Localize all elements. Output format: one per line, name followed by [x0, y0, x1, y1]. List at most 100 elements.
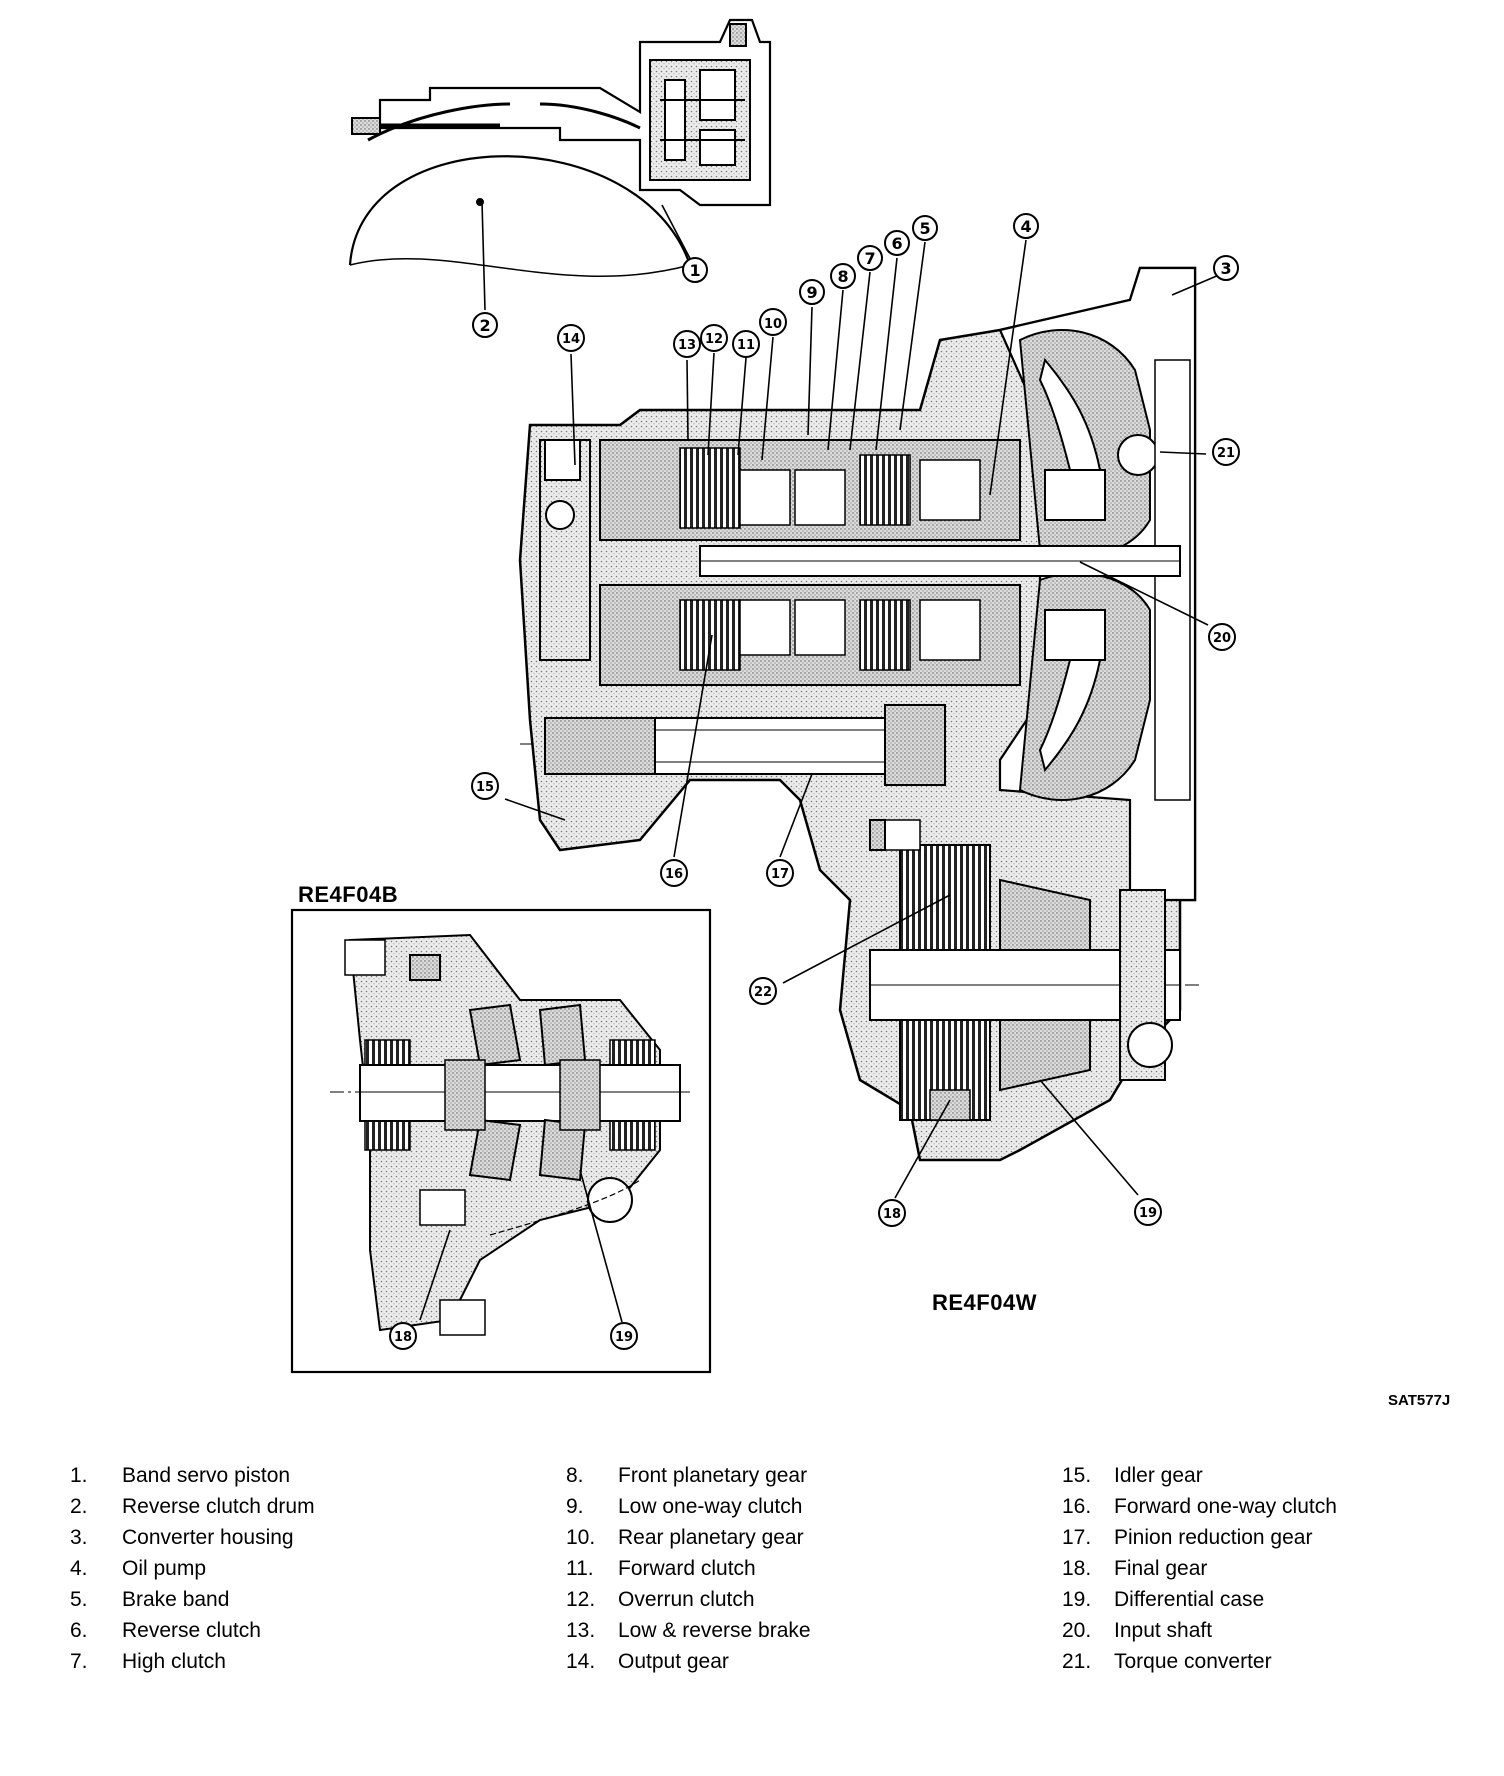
leader-lines [419, 201, 1227, 1323]
legend-item: 15.Idler gear [1062, 1460, 1502, 1491]
legend-text: Brake band [122, 1588, 230, 1611]
callout-2: 2 [472, 312, 498, 338]
callout-20-label: 20 [1213, 631, 1231, 646]
legend-item: 19. Differential case [1062, 1584, 1502, 1615]
legend-text: Low one-way clutch [618, 1495, 803, 1518]
callout-19: 19 [1134, 1198, 1162, 1226]
callout-22: 22 [749, 977, 777, 1005]
legend-num: 4. [70, 1557, 88, 1580]
legend-num: 15. [1062, 1464, 1092, 1487]
callout-13-label: 13 [678, 338, 696, 353]
legend-text: Final gear [1114, 1557, 1208, 1580]
callout-21-label: 21 [1217, 446, 1235, 461]
legend-text: Output gear [618, 1650, 729, 1673]
re4f04b-inset [290, 908, 712, 1374]
band-servo-detail [348, 18, 772, 277]
legend-num: 18. [1062, 1557, 1092, 1580]
callout-9-label: 9 [806, 283, 817, 302]
callout-10: 10 [759, 308, 787, 336]
callout-1-label: 1 [689, 261, 700, 280]
legend-num: 19. [1062, 1588, 1092, 1611]
legend-item: 3. Converter housing [70, 1522, 510, 1553]
legend-num: 1. [70, 1464, 88, 1487]
legend-text: Differential case [1114, 1588, 1265, 1611]
callout-3: 3 [1213, 255, 1239, 281]
legend-text: Low & reverse brake [618, 1619, 811, 1642]
legend-text: Rear planetary gear [618, 1526, 804, 1549]
legend-text: Oil pump [122, 1557, 207, 1580]
legend-item: 21. Torque converter [1062, 1646, 1502, 1677]
legend-item: 8.Front planetary gear [566, 1460, 1006, 1491]
callout-11-label: 11 [737, 338, 755, 353]
callout-16: 16 [660, 859, 688, 887]
legend-num: 21. [1062, 1650, 1092, 1673]
callout-5-label: 5 [919, 219, 930, 238]
callout-15-label: 15 [476, 780, 494, 795]
legend-item: 2.Reverse clutch drum [70, 1491, 510, 1522]
callout-4: 4 [1013, 213, 1039, 239]
main-variant-label: RE4F04W [932, 1290, 1037, 1315]
legend-item: 13.Low & reverse brake [566, 1615, 1006, 1646]
callout-20: 20 [1208, 623, 1236, 651]
callout-2-label: 2 [479, 316, 490, 335]
legend-item: 7. High clutch [70, 1646, 510, 1677]
legend-item: 6.Reverse clutch [70, 1615, 510, 1646]
legend-num: 14. [566, 1650, 596, 1673]
callout-18-label: 18 [883, 1207, 901, 1222]
callout-19-label: 19 [1139, 1206, 1157, 1221]
legend-item: 17. Pinion reduction gear [1062, 1522, 1502, 1553]
callout-14: 14 [557, 324, 585, 352]
callout-13: 13 [673, 330, 701, 358]
legend-column-2: 8.Front planetary gear 9.Low one-way clu… [566, 1460, 1006, 1677]
legend-text: Band servo piston [122, 1464, 291, 1487]
callout-18-inset: 18 [389, 1322, 417, 1350]
legend-text: High clutch [122, 1650, 226, 1673]
callout-6-label: 6 [891, 234, 902, 253]
legend-item: 4. Oil pump [70, 1553, 510, 1584]
callout-15: 15 [471, 772, 499, 800]
legend-num: 12. [566, 1588, 596, 1611]
legend-item: 5.Brake band [70, 1584, 510, 1615]
legend-text: Torque converter [1114, 1650, 1272, 1673]
legend-text: Overrun clutch [618, 1588, 755, 1611]
callout-17-label: 17 [771, 867, 789, 882]
callout-3-label: 3 [1220, 259, 1231, 278]
legend-item: 10.Rear planetary gear [566, 1522, 1006, 1553]
callout-12-label: 12 [705, 332, 723, 347]
callout-8-label: 8 [837, 267, 848, 286]
parts-legend: 1. Band servo piston 2.Reverse clutch dru… [70, 1460, 1470, 1680]
legend-num: 3. [70, 1526, 88, 1549]
legend-num: 7. [70, 1650, 88, 1673]
legend-num: 20. [1062, 1619, 1092, 1642]
legend-item: 18. Final gear [1062, 1553, 1502, 1584]
callout-11: 11 [732, 330, 760, 358]
callout-12: 12 [700, 324, 728, 352]
figure-code: SAT577J [1388, 1392, 1451, 1409]
legend-item: 20. Input shaft [1062, 1615, 1502, 1646]
legend-item: 11. Forward clutch [566, 1553, 1006, 1584]
legend-text: Forward one-way clutch [1114, 1495, 1337, 1518]
legend-item: 14. Output gear [566, 1646, 1006, 1677]
callout-9: 9 [799, 279, 825, 305]
legend-text: Input shaft [1114, 1619, 1213, 1642]
legend-num: 17. [1062, 1526, 1092, 1549]
legend-num: 11. [566, 1557, 594, 1580]
inset-variant-label: RE4F04B [298, 882, 399, 907]
legend-column-3: 15.Idler gear 16.Forward one-way clutch … [1062, 1460, 1502, 1677]
legend-text: Forward clutch [618, 1557, 756, 1580]
callout-22-label: 22 [754, 985, 772, 1000]
legend-text: Reverse clutch [122, 1619, 261, 1642]
main-transaxle-section [518, 266, 1200, 1162]
legend-text: Reverse clutch drum [122, 1495, 315, 1518]
callout-19-inset-label: 19 [615, 1330, 633, 1345]
legend-text: Converter housing [122, 1526, 294, 1549]
legend-num: 16. [1062, 1495, 1092, 1518]
callout-16-label: 16 [665, 867, 683, 882]
callout-18: 18 [878, 1199, 906, 1227]
callout-10-label: 10 [764, 317, 782, 332]
legend-text: Pinion reduction gear [1114, 1526, 1313, 1549]
callout-1: 1 [682, 257, 708, 283]
legend-text: Front planetary gear [618, 1464, 808, 1487]
callout-7-label: 7 [864, 249, 875, 268]
